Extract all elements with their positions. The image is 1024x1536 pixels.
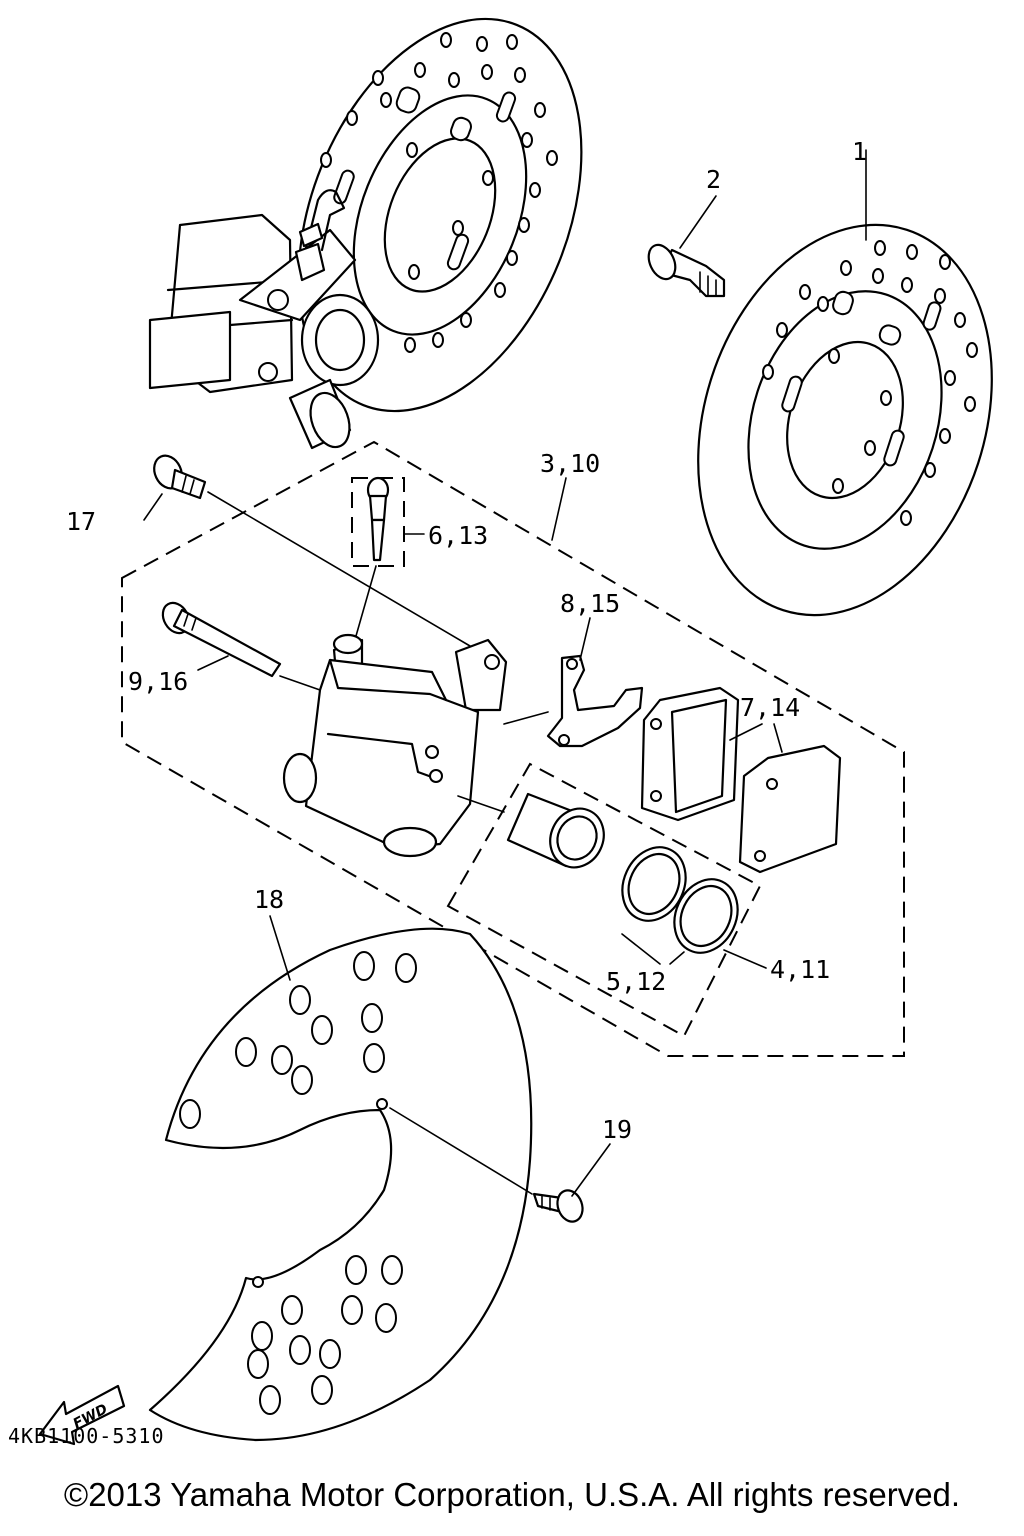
- callout-9-16: 9,16: [128, 667, 188, 696]
- slide-pin: [161, 601, 282, 678]
- callout-7-14: 7,14: [740, 693, 800, 722]
- diagram-code: 4KB1100-5310: [8, 1424, 165, 1448]
- bolt-19: [532, 1189, 584, 1223]
- disc-guard-holes: [179, 951, 417, 1415]
- callout-4-11: 4,11: [770, 955, 830, 984]
- callout-3-10: 3,10: [540, 449, 600, 478]
- brake-pads: [640, 686, 842, 874]
- callout-1: 1: [852, 137, 867, 166]
- callout-19: 19: [602, 1115, 632, 1144]
- pad-spring: [546, 654, 644, 748]
- assembly-lines: [207, 491, 549, 1195]
- callout-18: 18: [254, 885, 284, 914]
- assembled-disc: [297, 17, 583, 413]
- bolt-2: [647, 243, 726, 298]
- callout-2: 2: [706, 165, 721, 194]
- disc-guard: [148, 927, 533, 1442]
- callout-17: 17: [66, 507, 96, 536]
- disc-1-holes: [762, 240, 978, 526]
- piston-and-seals: [446, 762, 762, 1038]
- caliper-body: [282, 633, 508, 858]
- callout-8-15: 8,15: [560, 589, 620, 618]
- caliper-assembly-outline: [121, 440, 905, 1057]
- assembled-caliper: [148, 189, 380, 450]
- copyright-notice: ©2013 Yamaha Motor Corporation, U.S.A. A…: [63, 1476, 961, 1513]
- callout-6-13: 6,13: [428, 521, 488, 550]
- brake-disc-1: [697, 223, 993, 617]
- callout-5-12: 5,12: [606, 967, 666, 996]
- assembled-disc-holes: [320, 32, 558, 353]
- bleed-screw: [351, 476, 405, 567]
- callout-labels: 1 2 3,10 4,11 5,12 6,13 7,14 8,15 9,16 1…: [66, 137, 867, 1144]
- leader-lines: [143, 149, 867, 1197]
- bolt-17: [153, 454, 207, 500]
